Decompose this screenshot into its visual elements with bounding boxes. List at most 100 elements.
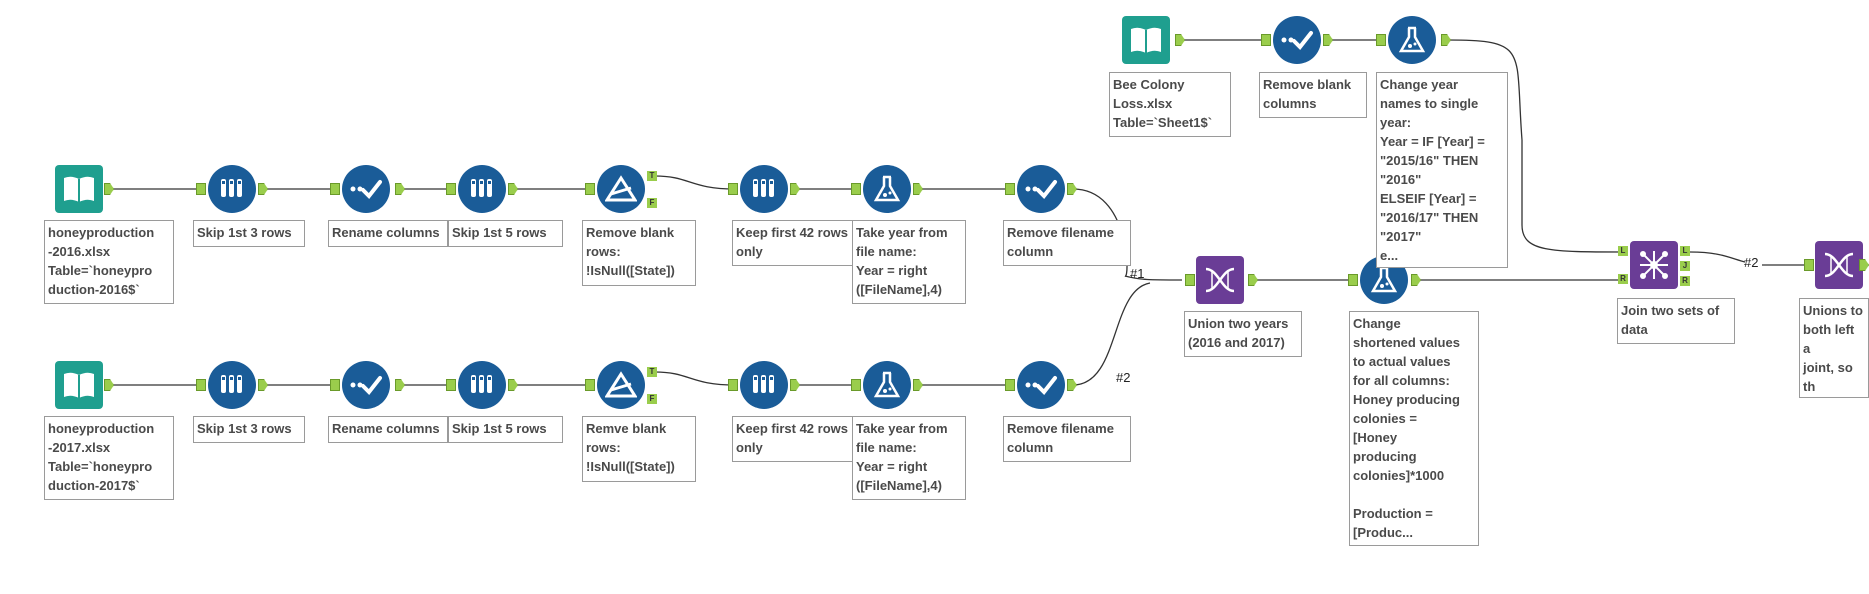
left-output-anchor[interactable]: L — [1680, 246, 1690, 256]
select-tool[interactable] — [1017, 361, 1065, 409]
book-icon — [1129, 25, 1163, 55]
annotation-union-final: Unions to both left a joint, so th State… — [1799, 298, 1869, 398]
select-records-tool[interactable] — [740, 165, 788, 213]
union-tool[interactable] — [1815, 241, 1863, 289]
input-2017-tool[interactable] — [55, 361, 103, 409]
input-anchor[interactable] — [1185, 274, 1195, 286]
input-anchor[interactable] — [851, 379, 861, 391]
output-anchor[interactable] — [258, 379, 268, 391]
output-anchor[interactable] — [508, 379, 518, 391]
checkmark-icon — [349, 177, 383, 201]
join-output-anchor[interactable]: J — [1680, 261, 1690, 271]
input-anchor[interactable] — [1261, 34, 1271, 46]
checkmark-icon — [1024, 177, 1058, 201]
right-input-anchor[interactable]: R — [1618, 274, 1628, 284]
output-anchor[interactable] — [913, 379, 923, 391]
select-records-tool[interactable] — [740, 361, 788, 409]
input-anchor[interactable] — [1376, 34, 1386, 46]
select-records-tool[interactable] — [208, 361, 256, 409]
connection-label-3: #2 — [1744, 255, 1759, 270]
output-anchor[interactable] — [1175, 34, 1185, 46]
input-2016-tool[interactable] — [55, 165, 103, 213]
filter-tool[interactable] — [597, 361, 645, 409]
test-tubes-icon — [749, 176, 779, 202]
connection-label-1: #1 — [1130, 266, 1145, 281]
input-anchor[interactable] — [196, 183, 206, 195]
output-anchor[interactable] — [395, 379, 405, 391]
annotation-take-year: Take year from file name: Year = right (… — [852, 220, 966, 304]
input-anchor[interactable] — [851, 183, 861, 195]
output-anchor[interactable] — [1067, 379, 1077, 391]
join-tool[interactable] — [1630, 241, 1678, 289]
input-anchor[interactable] — [585, 379, 595, 391]
input-anchor[interactable] — [1804, 259, 1814, 271]
input-anchor[interactable] — [728, 183, 738, 195]
input-anchor[interactable] — [1348, 274, 1358, 286]
false-anchor[interactable]: F — [647, 198, 657, 208]
formula-tool[interactable] — [863, 361, 911, 409]
dna-icon — [1822, 250, 1856, 280]
annotation-skip-5: Skip 1st 5 rows — [448, 220, 563, 247]
flask-icon — [873, 370, 901, 400]
true-anchor[interactable]: T — [647, 367, 657, 377]
select-records-tool[interactable] — [458, 361, 506, 409]
network-icon — [1637, 248, 1671, 282]
annotation-rename: Rename columns — [328, 220, 448, 247]
output-anchor[interactable] — [104, 379, 114, 391]
output-anchor[interactable] — [913, 183, 923, 195]
test-tubes-icon — [217, 176, 247, 202]
output-anchor[interactable] — [1441, 34, 1451, 46]
annotation-bee-change-year: Change year names to single year: Year =… — [1376, 72, 1508, 268]
select-tool[interactable] — [1273, 16, 1321, 64]
right-output-anchor[interactable]: R — [1680, 276, 1690, 286]
input-anchor[interactable] — [330, 379, 340, 391]
select-tool[interactable] — [1017, 165, 1065, 213]
annotation-input-2017: honeyproduction -2017.xlsx Table=`honeyp… — [44, 416, 174, 500]
output-anchor[interactable] — [508, 183, 518, 195]
input-anchor[interactable] — [1005, 183, 1015, 195]
output-anchor[interactable] — [395, 183, 405, 195]
checkmark-icon — [1280, 28, 1314, 52]
output-anchor[interactable] — [104, 183, 114, 195]
output-anchor[interactable] — [1248, 274, 1258, 286]
annotation-keep-42: Keep first 42 rows only — [732, 220, 854, 266]
union-tool[interactable] — [1196, 256, 1244, 304]
input-anchor[interactable] — [585, 183, 595, 195]
book-icon — [62, 174, 96, 204]
flask-icon — [1370, 265, 1398, 295]
bee-input-tool[interactable] — [1122, 16, 1170, 64]
output-anchor[interactable] — [790, 379, 800, 391]
annotation-remove-filename: Remove filename column — [1003, 220, 1131, 266]
input-anchor[interactable] — [196, 379, 206, 391]
output-anchor[interactable] — [1067, 183, 1077, 195]
input-anchor[interactable] — [330, 183, 340, 195]
annotation-remove-blank: Remove blank rows: !IsNull([State]) — [582, 220, 696, 286]
test-tubes-icon — [467, 372, 497, 398]
true-anchor[interactable]: T — [647, 171, 657, 181]
annotation-skip-5: Skip 1st 5 rows — [448, 416, 563, 443]
book-icon — [62, 370, 96, 400]
annotation-union: Union two years (2016 and 2017) — [1184, 311, 1302, 357]
output-anchor[interactable] — [258, 183, 268, 195]
checkmark-icon — [1024, 373, 1058, 397]
input-anchor[interactable] — [1005, 379, 1015, 391]
output-anchor[interactable] — [790, 183, 800, 195]
false-anchor[interactable]: F — [647, 394, 657, 404]
output-anchor[interactable] — [1323, 34, 1333, 46]
input-anchor[interactable] — [728, 379, 738, 391]
input-anchor[interactable] — [446, 183, 456, 195]
formula-tool[interactable] — [1388, 16, 1436, 64]
output-anchor[interactable] — [1411, 274, 1421, 286]
annotation-remove-blank: Remve blank rows: !IsNull([State]) — [582, 416, 696, 482]
select-records-tool[interactable] — [208, 165, 256, 213]
select-tool[interactable] — [342, 361, 390, 409]
dna-icon — [1203, 265, 1237, 295]
left-input-anchor[interactable]: L — [1618, 246, 1628, 256]
filter-tool[interactable] — [597, 165, 645, 213]
annotation-remove-filename: Remove filename column — [1003, 416, 1131, 462]
formula-tool[interactable] — [863, 165, 911, 213]
flask-icon — [873, 174, 901, 204]
select-tool[interactable] — [342, 165, 390, 213]
input-anchor[interactable] — [446, 379, 456, 391]
select-records-tool[interactable] — [458, 165, 506, 213]
